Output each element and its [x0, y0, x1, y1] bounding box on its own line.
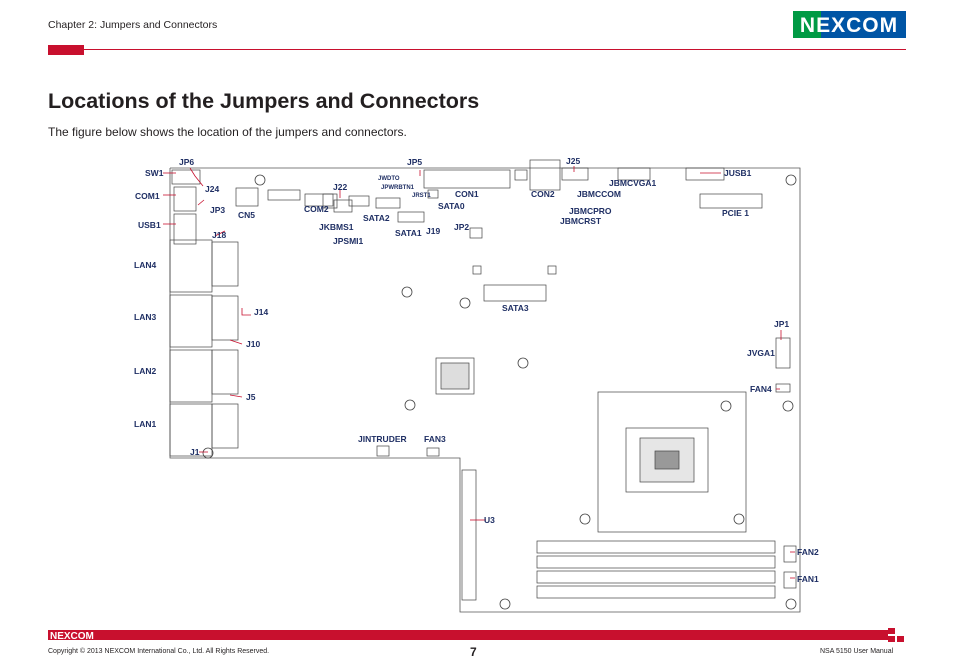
label-fan2: FAN2 [797, 547, 819, 557]
label-jkbms1: JKBMS1 [319, 222, 354, 232]
label-sata3: SATA3 [502, 303, 529, 313]
label-jrst1: JRST1 [412, 193, 431, 199]
label-jbmcrst: JBMCRST [560, 216, 602, 226]
board-outline [169, 167, 801, 613]
label-jp5: JP5 [407, 157, 422, 167]
label-fan4: FAN4 [750, 384, 772, 394]
label-usb1: USB1 [138, 220, 161, 230]
label-u3: U3 [484, 515, 495, 525]
label-jvga1: JVGA1 [747, 348, 775, 358]
label-sw1: SW1 [145, 168, 164, 178]
label-sata0: SATA0 [438, 201, 465, 211]
label-jp1: JP1 [774, 319, 789, 329]
label-jusb1: JUSB1 [724, 168, 752, 178]
footer-bar [48, 630, 888, 640]
cpu-socket [597, 391, 747, 533]
page-title: Locations of the Jumpers and Connectors [48, 89, 480, 113]
chapter-header: Chapter 2: Jumpers and Connectors [48, 19, 218, 31]
label-j1: J1 [190, 447, 200, 457]
footer-logo: NEXCOM [50, 631, 94, 640]
label-jbmcpro: JBMCPRO [569, 206, 612, 216]
label-jpwrbtn1: JPWRBTN1 [381, 185, 415, 191]
label-con2: CON2 [531, 189, 555, 199]
label-j24: J24 [205, 184, 219, 194]
label-j10: J10 [246, 339, 260, 349]
leader-lines [163, 166, 795, 579]
label-lan2: LAN2 [134, 366, 156, 376]
chips [376, 337, 797, 601]
label-j5: J5 [246, 392, 256, 402]
label-jp6: JP6 [179, 157, 194, 167]
label-jp2: JP2 [454, 222, 469, 232]
label-lan1: LAN1 [134, 419, 156, 429]
dimm-slots [536, 540, 776, 599]
logo-text: NEXCOM [800, 14, 898, 37]
label-jwdto: JWDTO [378, 176, 400, 182]
label-j18: J18 [212, 230, 226, 240]
top-connectors [171, 159, 763, 302]
component-labels: JP6 SW1 J24 COM1 JP3 CN5 USB1 J18 LAN4 L… [134, 156, 819, 584]
label-fan3: FAN3 [424, 434, 446, 444]
header-accent-block [48, 45, 84, 55]
nexcom-logo: NEXCOM [793, 11, 906, 38]
manual-name: NSA 5150 User Manual [820, 648, 894, 655]
label-fan1: FAN1 [797, 574, 819, 584]
header-rule [84, 49, 906, 51]
mounting-holes [202, 174, 797, 610]
label-jintruder: JINTRUDER [358, 434, 407, 444]
label-lan4: LAN4 [134, 260, 156, 270]
label-con1: CON1 [455, 189, 479, 199]
footer-squares [888, 628, 904, 642]
label-jp3: JP3 [210, 205, 225, 215]
footer-logo-text: NEXCOM [50, 631, 94, 640]
label-com1: COM1 [135, 191, 160, 201]
label-com2: COM2 [304, 204, 329, 214]
label-j19: J19 [426, 226, 440, 236]
label-lan3: LAN3 [134, 312, 156, 322]
label-sata2: SATA2 [363, 213, 390, 223]
lan-ports [169, 239, 239, 457]
label-j25: J25 [566, 156, 580, 166]
label-sata1: SATA1 [395, 228, 422, 238]
label-jbmcvga1: JBMCVGA1 [609, 178, 657, 188]
label-cn5: CN5 [238, 210, 255, 220]
label-jbmccom: JBMCCOM [577, 189, 621, 199]
label-jpsmi1: JPSMI1 [333, 236, 364, 246]
label-j22: J22 [333, 182, 347, 192]
page-subtitle: The figure below shows the location of t… [48, 125, 407, 139]
footer-copyright: Copyright © 2013 NEXCOM International Co… [48, 648, 270, 655]
label-j14: J14 [254, 307, 268, 317]
label-pcie1: PCIE 1 [722, 208, 749, 218]
page-number: 7 [470, 645, 477, 659]
